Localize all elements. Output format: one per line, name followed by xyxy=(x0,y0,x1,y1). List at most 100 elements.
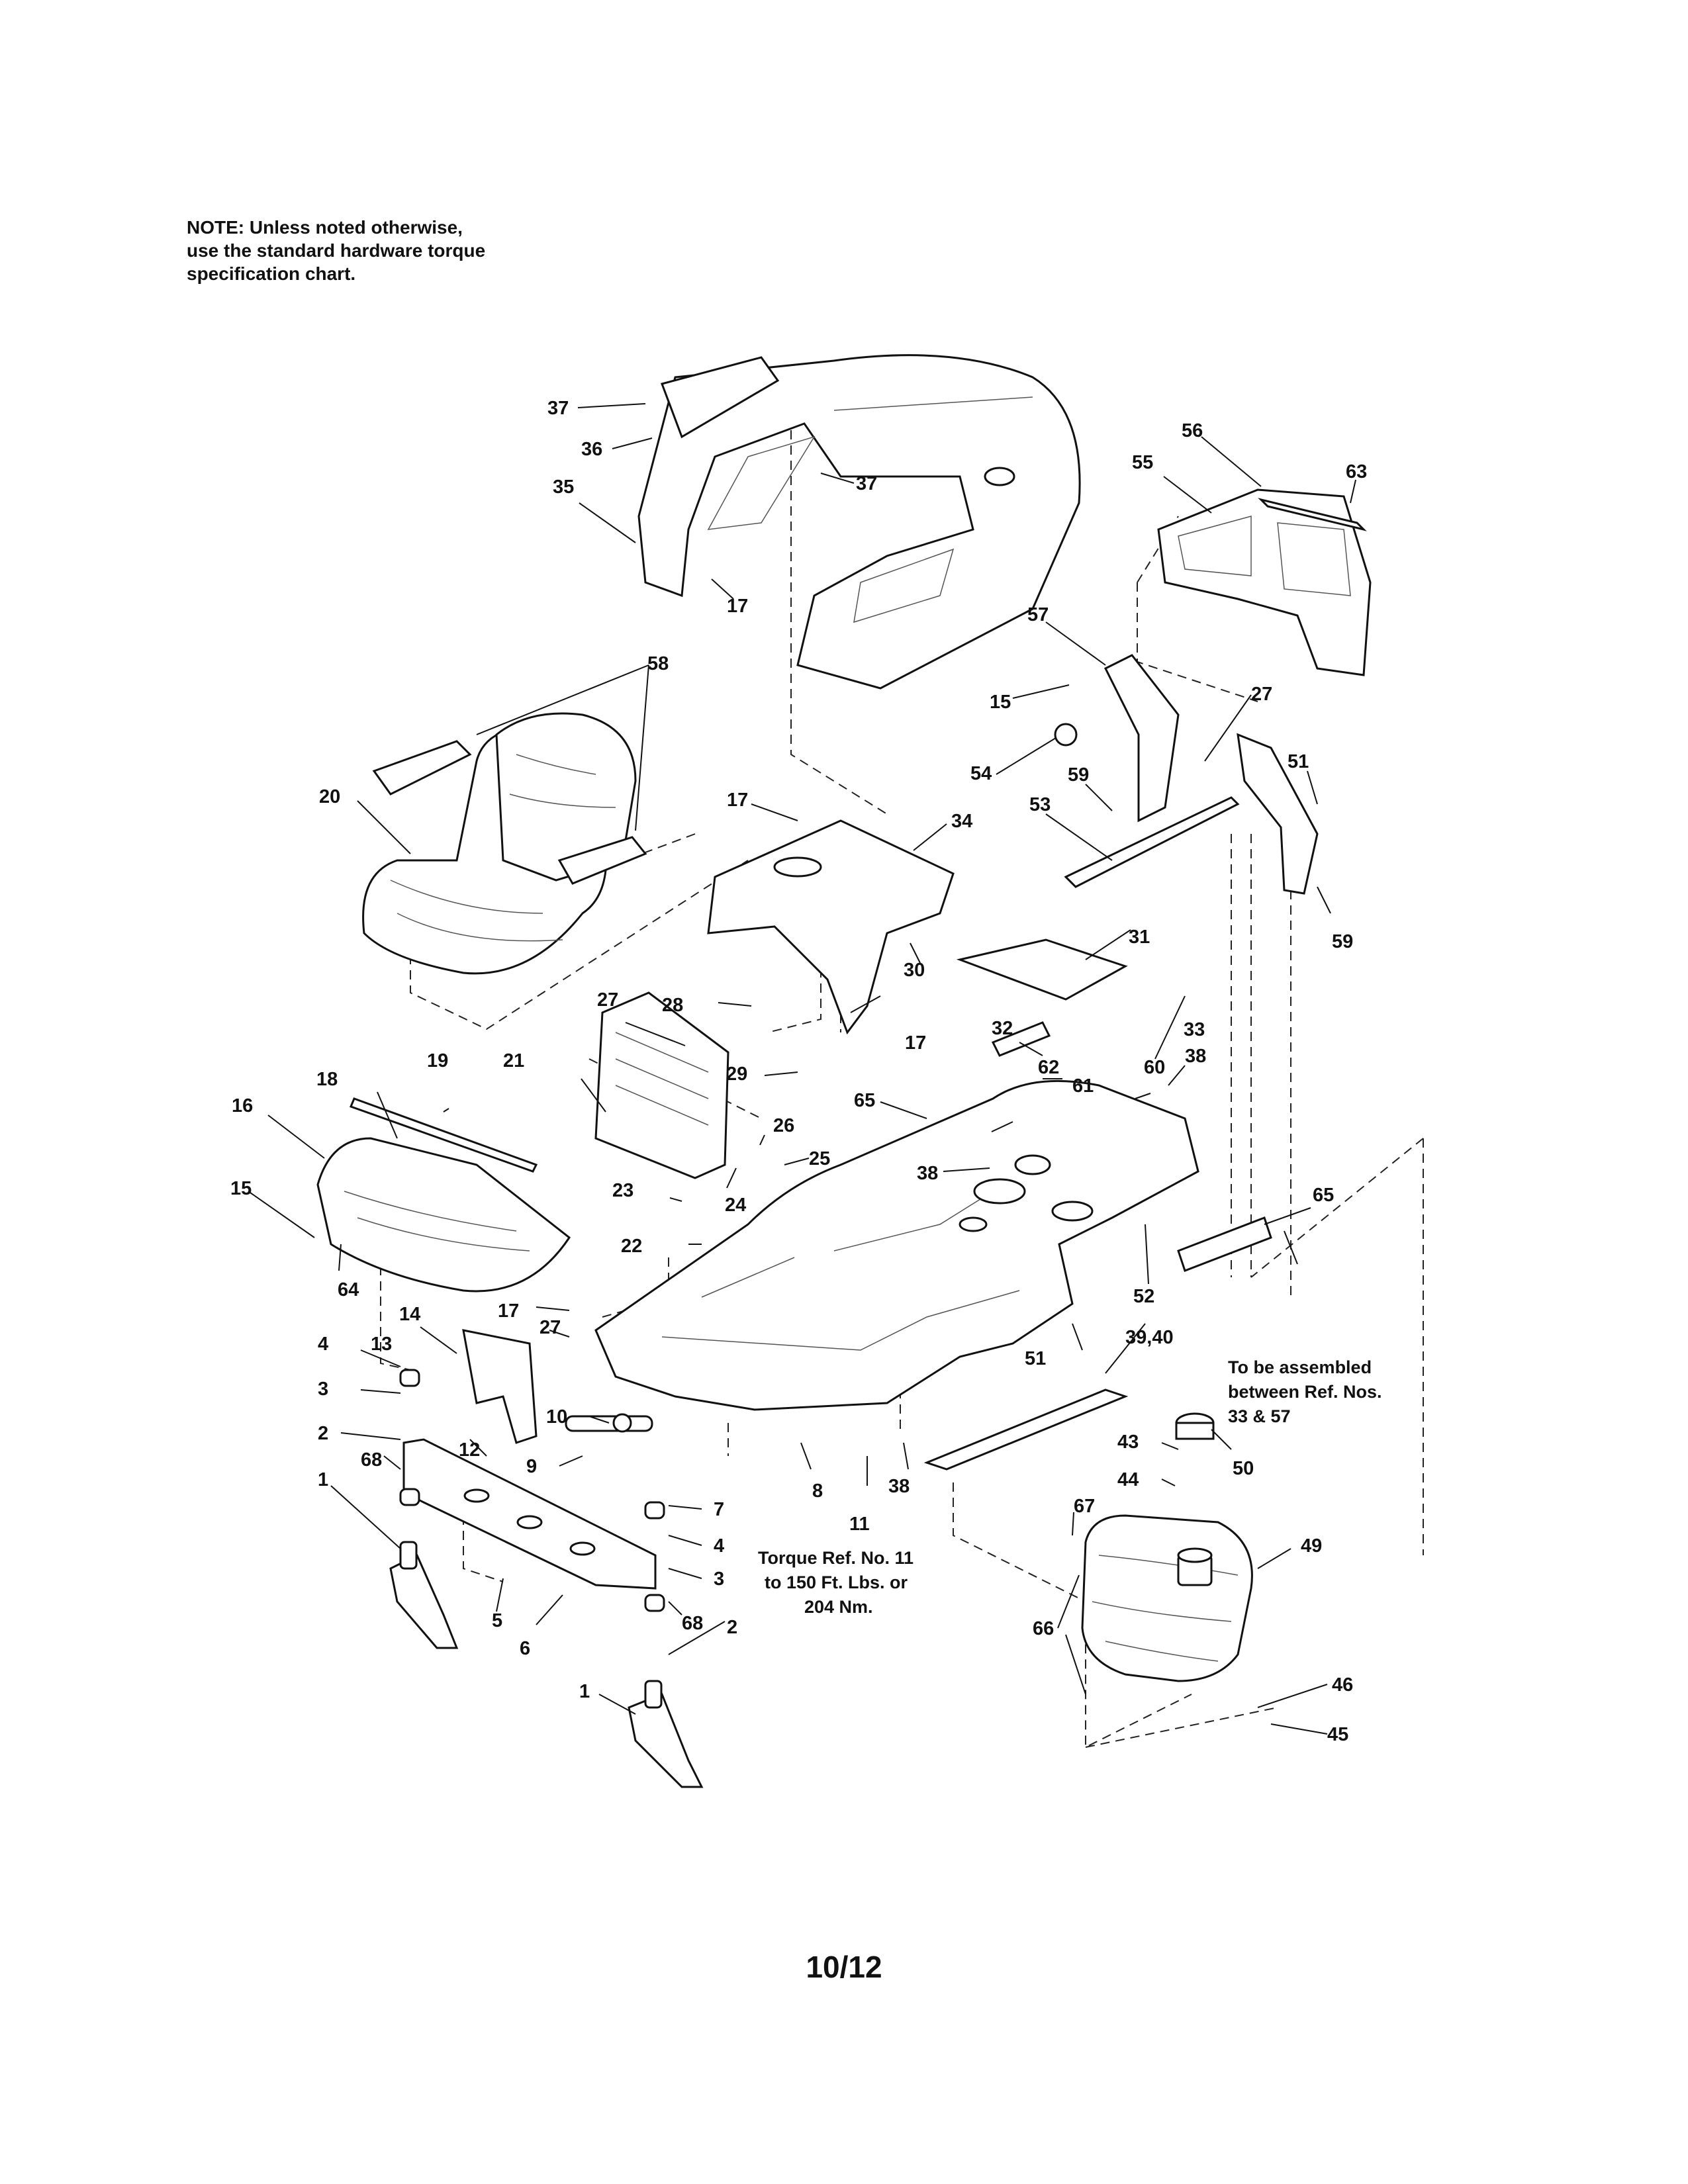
callout-56: 56 xyxy=(1182,420,1203,441)
callout-35: 35 xyxy=(553,477,574,498)
callout-43: 43 xyxy=(1117,1432,1139,1453)
callout-26: 26 xyxy=(773,1115,794,1136)
edge-strip-left xyxy=(991,1021,1051,1057)
seat-armrest-right xyxy=(557,836,647,885)
callout-68: 68 xyxy=(361,1449,382,1471)
callout-4: 4 xyxy=(318,1334,328,1355)
callout-59: 59 xyxy=(1068,764,1089,786)
bushing-left-bottom xyxy=(399,1488,420,1506)
callout-12: 12 xyxy=(459,1439,480,1461)
callout-16: 16 xyxy=(232,1095,253,1116)
callout-52: 52 xyxy=(1133,1286,1154,1307)
note-line-1: NOTE: Unless noted otherwise, xyxy=(187,217,463,238)
callout-24: 24 xyxy=(725,1195,746,1216)
callout-39-40: 39,40 xyxy=(1125,1327,1174,1348)
callout-leader-lines xyxy=(248,403,1356,1735)
callout-5: 5 xyxy=(492,1610,502,1631)
callout-51: 51 xyxy=(1025,1348,1046,1369)
axle-support-plate xyxy=(462,1329,538,1444)
console-shroud xyxy=(637,354,1081,690)
bushing-right-top xyxy=(644,1501,665,1520)
callout-59: 59 xyxy=(1332,931,1353,952)
callout-18: 18 xyxy=(316,1069,338,1090)
support-strap xyxy=(1064,796,1240,888)
torque-line-3: 204 Nm. xyxy=(804,1597,873,1617)
callout-58: 58 xyxy=(647,653,669,674)
callout-55: 55 xyxy=(1132,452,1153,473)
callout-44: 44 xyxy=(1117,1469,1139,1490)
front-fender xyxy=(316,1137,571,1293)
callout-10: 10 xyxy=(546,1406,567,1428)
seat-pan-bracket xyxy=(707,819,955,1035)
callout-28: 28 xyxy=(662,995,683,1016)
callout-68: 68 xyxy=(682,1613,703,1634)
callout-38: 38 xyxy=(888,1476,910,1497)
callout-33: 33 xyxy=(1184,1019,1205,1040)
callout-66: 66 xyxy=(1033,1618,1054,1639)
bottom-tray xyxy=(923,1388,1129,1471)
callout-29: 29 xyxy=(726,1064,747,1085)
upright-bracket xyxy=(1103,654,1180,823)
callout-3: 3 xyxy=(714,1569,724,1590)
callout-64: 64 xyxy=(338,1279,359,1300)
callout-37: 37 xyxy=(547,398,569,419)
callout-17: 17 xyxy=(905,1032,926,1054)
callout-23: 23 xyxy=(612,1180,633,1201)
edge-strip-right xyxy=(1177,1216,1272,1272)
assembly-line-1: To be assembled xyxy=(1228,1357,1372,1377)
callout-21: 21 xyxy=(503,1050,524,1071)
spindle-left xyxy=(389,1553,459,1649)
callout-65: 65 xyxy=(854,1090,875,1111)
callout-14: 14 xyxy=(399,1304,420,1325)
callout-63: 63 xyxy=(1346,461,1367,482)
callout-1: 1 xyxy=(318,1469,328,1490)
callout-65: 65 xyxy=(1313,1185,1334,1206)
callout-17: 17 xyxy=(727,596,748,617)
hardware-torque-note: NOTE: Unless noted otherwise, use the st… xyxy=(187,216,557,285)
callout-1: 1 xyxy=(579,1681,590,1702)
note-line-3: specification chart. xyxy=(187,263,356,284)
callout-51: 51 xyxy=(1288,751,1309,772)
callout-17: 17 xyxy=(727,790,748,811)
callout-45: 45 xyxy=(1327,1724,1348,1745)
callout-36: 36 xyxy=(581,439,602,460)
assembly-line-3: 33 & 57 xyxy=(1228,1406,1291,1426)
callout-38: 38 xyxy=(917,1163,938,1184)
page-number: 10/12 xyxy=(806,1950,882,1984)
assembly-annotation: To be assembled between Ref. Nos. 33 & 5… xyxy=(1228,1357,1382,1426)
torque-annotation: Torque Ref. No. 11 to 150 Ft. Lbs. or 20… xyxy=(758,1548,914,1617)
callout-62: 62 xyxy=(1038,1057,1059,1078)
bushing-right-bottom xyxy=(644,1594,665,1612)
pivot-bolt xyxy=(565,1415,653,1432)
callout-31: 31 xyxy=(1129,927,1150,948)
floor-plate xyxy=(956,938,1128,1001)
rear-cover xyxy=(1157,488,1372,676)
foot-pad-strip xyxy=(350,1097,538,1173)
callout-2: 2 xyxy=(727,1617,737,1638)
rear-rod xyxy=(1258,498,1367,531)
assembly-line-2: between Ref. Nos. xyxy=(1228,1382,1382,1402)
callout-labels: 37 36 35 37 17 56 63 55 58 57 27 15 20 1… xyxy=(230,398,1367,1745)
callout-6: 6 xyxy=(520,1638,530,1659)
callout-37: 37 xyxy=(856,473,877,494)
torque-line-2: to 150 Ft. Lbs. or xyxy=(765,1572,908,1592)
callout-27: 27 xyxy=(1251,684,1272,705)
callout-11: 11 xyxy=(849,1514,870,1535)
callout-57: 57 xyxy=(1027,604,1049,625)
callout-17: 17 xyxy=(498,1300,519,1322)
callout-54: 54 xyxy=(970,763,992,784)
callout-53: 53 xyxy=(1029,794,1051,815)
callout-67: 67 xyxy=(1074,1496,1095,1517)
callout-19: 19 xyxy=(427,1050,448,1071)
callout-9: 9 xyxy=(526,1456,537,1477)
console-bracket xyxy=(661,356,780,439)
note-line-2: use the standard hardware torque xyxy=(187,240,486,261)
callout-13: 13 xyxy=(371,1334,392,1355)
seat-armrest-left xyxy=(372,740,472,796)
callout-27: 27 xyxy=(539,1317,561,1338)
part-illustrations xyxy=(316,354,1372,1788)
callout-50: 50 xyxy=(1233,1458,1254,1479)
callout-46: 46 xyxy=(1332,1674,1353,1696)
callout-32: 32 xyxy=(992,1018,1013,1039)
